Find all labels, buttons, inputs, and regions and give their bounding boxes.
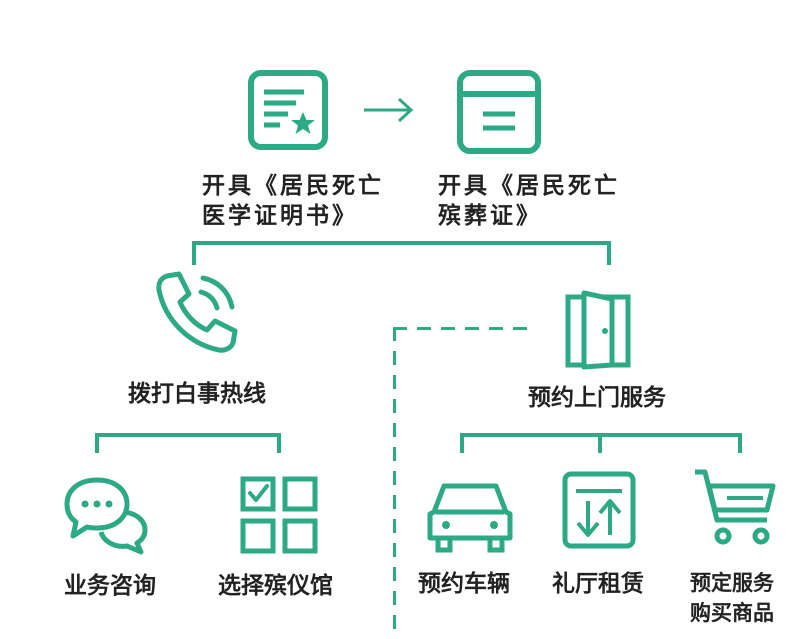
chat-bubbles-icon bbox=[64, 476, 149, 555]
cremation-certificate-label-line1: 开具《居民死亡 bbox=[438, 173, 620, 199]
cremation-certificate-label-line2: 殡葬证》 bbox=[438, 203, 542, 229]
top-bracket-right-leg bbox=[607, 241, 611, 265]
book-service-label: 预定服务 bbox=[690, 571, 774, 595]
consultation-label: 业务咨询 bbox=[64, 573, 156, 599]
top-bracket-left-leg bbox=[192, 241, 196, 265]
top-bracket-horizontal bbox=[192, 241, 611, 245]
buy-goods-label: 购买商品 bbox=[690, 601, 774, 625]
hotline-bracket-left-leg bbox=[95, 433, 99, 453]
car-icon bbox=[424, 478, 516, 553]
phone-icon bbox=[153, 270, 243, 354]
choose-funeral-home-label: 选择殡仪馆 bbox=[218, 573, 333, 599]
book-vehicle-label: 预约车辆 bbox=[418, 571, 510, 597]
hotline-bracket-right-leg bbox=[277, 433, 281, 453]
arrow-right-icon bbox=[362, 96, 414, 124]
home-service-label: 预约上门服务 bbox=[528, 385, 666, 411]
dashed-divider-vertical bbox=[393, 327, 396, 639]
grid-select-icon bbox=[240, 476, 320, 556]
hall-rental-label: 礼厅租赁 bbox=[552, 571, 644, 597]
home-service-bracket-right-leg bbox=[738, 433, 742, 453]
dashed-connector-horizontal bbox=[393, 327, 533, 330]
document-star-icon bbox=[248, 70, 328, 150]
document-icon bbox=[457, 70, 541, 154]
home-service-bracket-middle-leg bbox=[598, 433, 602, 453]
hotline-label: 拨打白事热线 bbox=[128, 381, 266, 407]
shopping-cart-icon bbox=[693, 468, 777, 548]
door-icon bbox=[564, 289, 632, 370]
hotline-bracket-horizontal bbox=[95, 433, 281, 437]
hall-rental-icon bbox=[562, 471, 636, 549]
medical-certificate-label-line2: 医学证明书》 bbox=[202, 203, 358, 229]
medical-certificate-label-line1: 开具《居民死亡 bbox=[202, 173, 384, 199]
home-service-bracket-left-leg bbox=[460, 433, 464, 453]
